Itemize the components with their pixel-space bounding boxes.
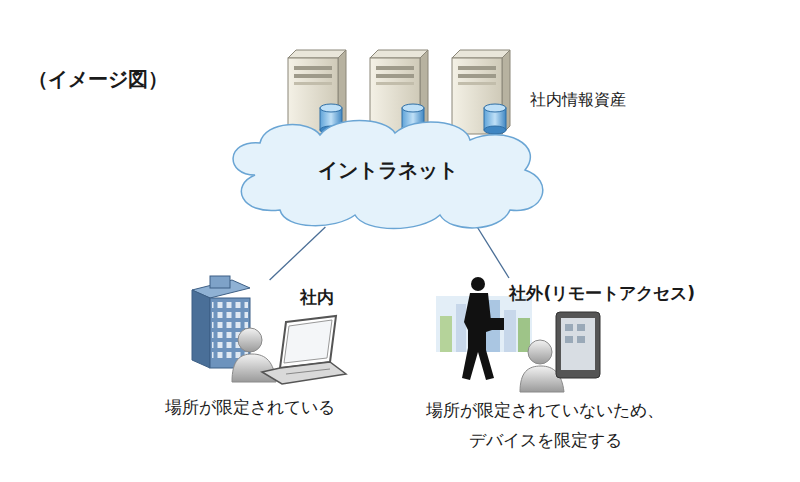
asset-label: 社内情報資産 xyxy=(530,90,626,111)
node-note: 場所が限定されていないため、 デバイスを限定する xyxy=(419,396,671,456)
office-group: 社内場所が限定されている xyxy=(110,280,390,430)
node-note: 場所が限定されている xyxy=(165,396,335,418)
network-link xyxy=(477,227,509,278)
node-heading: イントラネット xyxy=(318,157,458,183)
server-icons xyxy=(288,50,510,134)
remote-group: 社外(リモートアクセス) 場所が限定されていないため、 デバイスを限定する xyxy=(395,278,695,463)
office-building xyxy=(192,276,250,368)
network-link xyxy=(270,227,326,280)
node-heading: 社内 xyxy=(300,286,334,308)
office-worker xyxy=(232,316,346,384)
node-heading: 社外(リモートアクセス) xyxy=(509,282,695,304)
diagram-title: （イメージ図） xyxy=(28,66,168,92)
network-cloud: イントラネット xyxy=(215,115,560,233)
